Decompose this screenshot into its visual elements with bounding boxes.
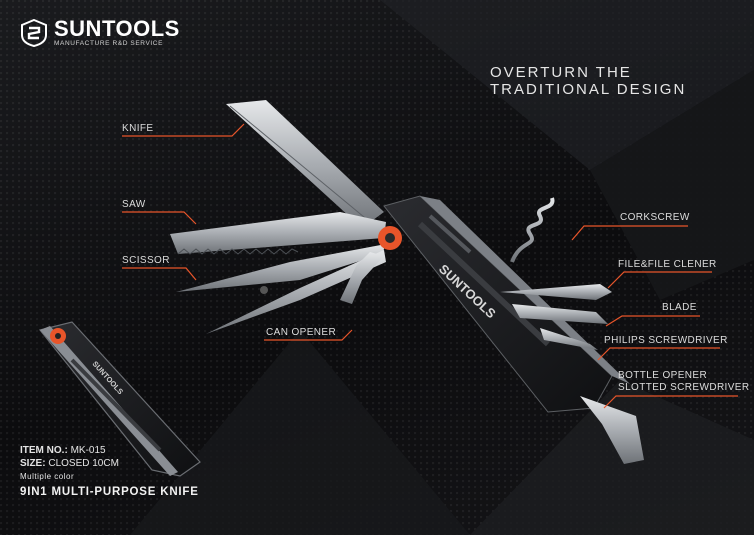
brand-name: SUNTOOLS <box>54 16 180 41</box>
callout-leaders <box>122 123 738 409</box>
headline-line-1: OVERTURN THE <box>490 64 632 81</box>
corkscrew <box>510 197 555 263</box>
small-blade <box>512 304 608 324</box>
product-specs: ITEM NO.: MK-015 SIZE: CLOSED 10CM Multi… <box>20 444 199 499</box>
callout-file: FILE&FILE CLENER <box>618 259 717 270</box>
size-value: CLOSED 10CM <box>48 458 119 469</box>
can-opener <box>340 252 384 304</box>
knife-blade <box>226 100 384 228</box>
callout-philips: PHILIPS SCREWDRIVER <box>604 335 728 346</box>
knife-handle: SUNTOOLS <box>383 195 630 413</box>
brand-tagline: MANUFACTURE R&D SERVICE <box>54 40 164 47</box>
callout-slotted: SLOTTED SCREWDRIVER <box>618 382 750 393</box>
closed-knife-thumbnail: SUNTOOLS <box>38 321 201 477</box>
callout-saw: SAW <box>122 199 146 210</box>
callout-blade: BLADE <box>662 302 697 313</box>
item-number-row: ITEM NO.: MK-015 <box>20 444 199 457</box>
color-note: Multiple color <box>20 472 75 481</box>
item-label: ITEM NO.: <box>20 445 68 456</box>
size-row: SIZE: CLOSED 10CM <box>20 457 199 470</box>
suntools-shield-icon <box>21 19 47 47</box>
scissor <box>176 244 386 334</box>
callout-knife: KNIFE <box>122 123 154 134</box>
saw-blade <box>170 212 386 255</box>
item-value: MK-015 <box>70 445 106 456</box>
slotted-screwdriver-bottle-opener <box>580 396 644 464</box>
file-tool <box>500 284 612 300</box>
callout-can-opener: CAN OPENER <box>266 327 337 338</box>
philips-screwdriver <box>540 328 598 350</box>
size-label: SIZE: <box>20 458 46 469</box>
callout-bottle-opener: BOTTLE OPENER <box>618 370 708 381</box>
product-name: 9IN1 MULTI-PURPOSE KNIFE <box>20 486 199 498</box>
callout-corkscrew: CORKSCREW <box>620 212 690 223</box>
brand-logo: SUNTOOLS MANUFACTURE R&D SERVICE <box>20 18 180 48</box>
headline: OVERTURN THE TRADITIONAL DESIGN <box>490 64 686 98</box>
headline-line-2: TRADITIONAL DESIGN <box>490 81 687 98</box>
callout-scissor: SCISSOR <box>122 255 170 266</box>
